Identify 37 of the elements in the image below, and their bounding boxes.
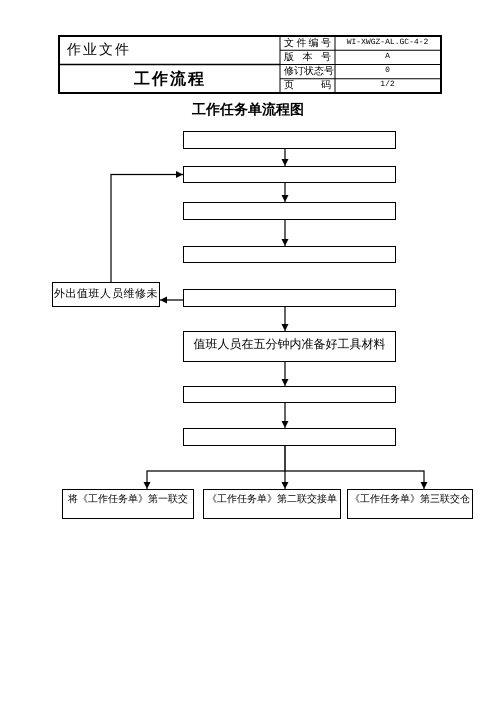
box-text: 《工作任务单》第三联交仓	[350, 494, 470, 505]
box-text: 外出值班人员维修未	[54, 287, 158, 300]
box-text: 《工作任务单》第二联交接单	[207, 494, 337, 505]
arrow	[284, 446, 428, 489]
document-title: 工作流程	[134, 70, 206, 88]
field-label: 修订状态号	[284, 66, 331, 78]
process-box	[183, 289, 396, 307]
header-text: 作业文件	[67, 42, 131, 58]
arrow	[282, 149, 288, 166]
arrow	[282, 403, 288, 428]
process-box	[203, 489, 341, 519]
process-box	[183, 428, 396, 446]
field-label: 页 码	[284, 80, 331, 92]
process-box	[183, 246, 396, 263]
process-box	[183, 131, 396, 149]
field-label: 文件编号	[284, 38, 331, 49]
diagram-title: 工作任务单流程图	[192, 102, 304, 118]
process-box	[347, 489, 473, 519]
arrow	[160, 296, 183, 304]
arrow	[282, 307, 288, 331]
field-value: 0	[385, 67, 390, 76]
process-box	[62, 489, 194, 519]
field-value: WI-XWGZ-AL.GC-4-2	[346, 38, 428, 48]
arrow	[282, 220, 288, 246]
box-text: 值班人员在五分钟内准备好工具材料	[194, 337, 386, 351]
process-box	[52, 282, 160, 307]
arrow	[282, 362, 288, 386]
arrow	[282, 183, 288, 202]
box-text: 将《工作任务单》第一联交	[68, 494, 188, 505]
field-label: 版 本 号	[284, 52, 331, 63]
process-box	[183, 331, 396, 362]
arrow	[110, 171, 183, 282]
process-box	[183, 166, 396, 183]
field-value: A	[385, 52, 390, 62]
process-box	[183, 202, 396, 220]
process-box	[183, 386, 396, 403]
field-value: 1/2	[380, 81, 395, 90]
